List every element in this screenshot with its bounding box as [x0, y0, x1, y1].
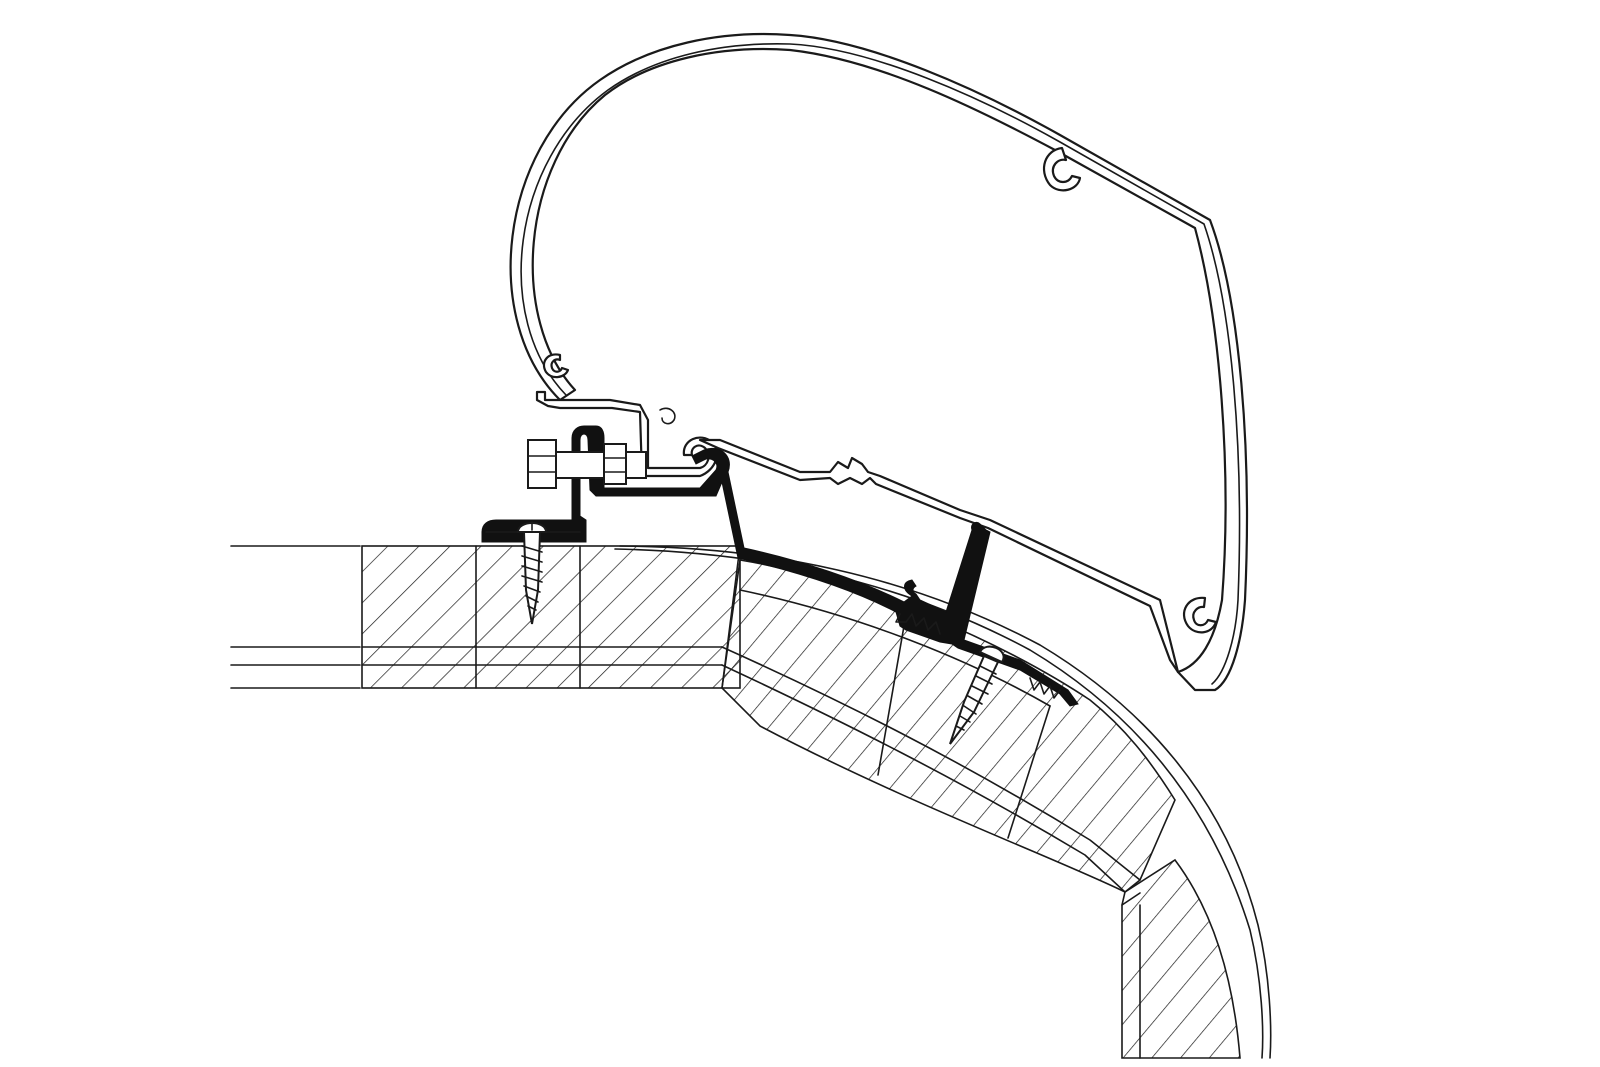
nut [603, 443, 627, 485]
awning-cassette-profile [509, 32, 1249, 692]
adapter-rail [481, 425, 1079, 707]
roof-panel-curved-edge [1121, 858, 1241, 1059]
hex-bolt [527, 439, 647, 489]
roof-structure [230, 545, 1272, 1059]
wood-screw-left [516, 521, 548, 625]
wood-screw-right [949, 645, 1005, 745]
roof-panel-flat [361, 545, 741, 689]
